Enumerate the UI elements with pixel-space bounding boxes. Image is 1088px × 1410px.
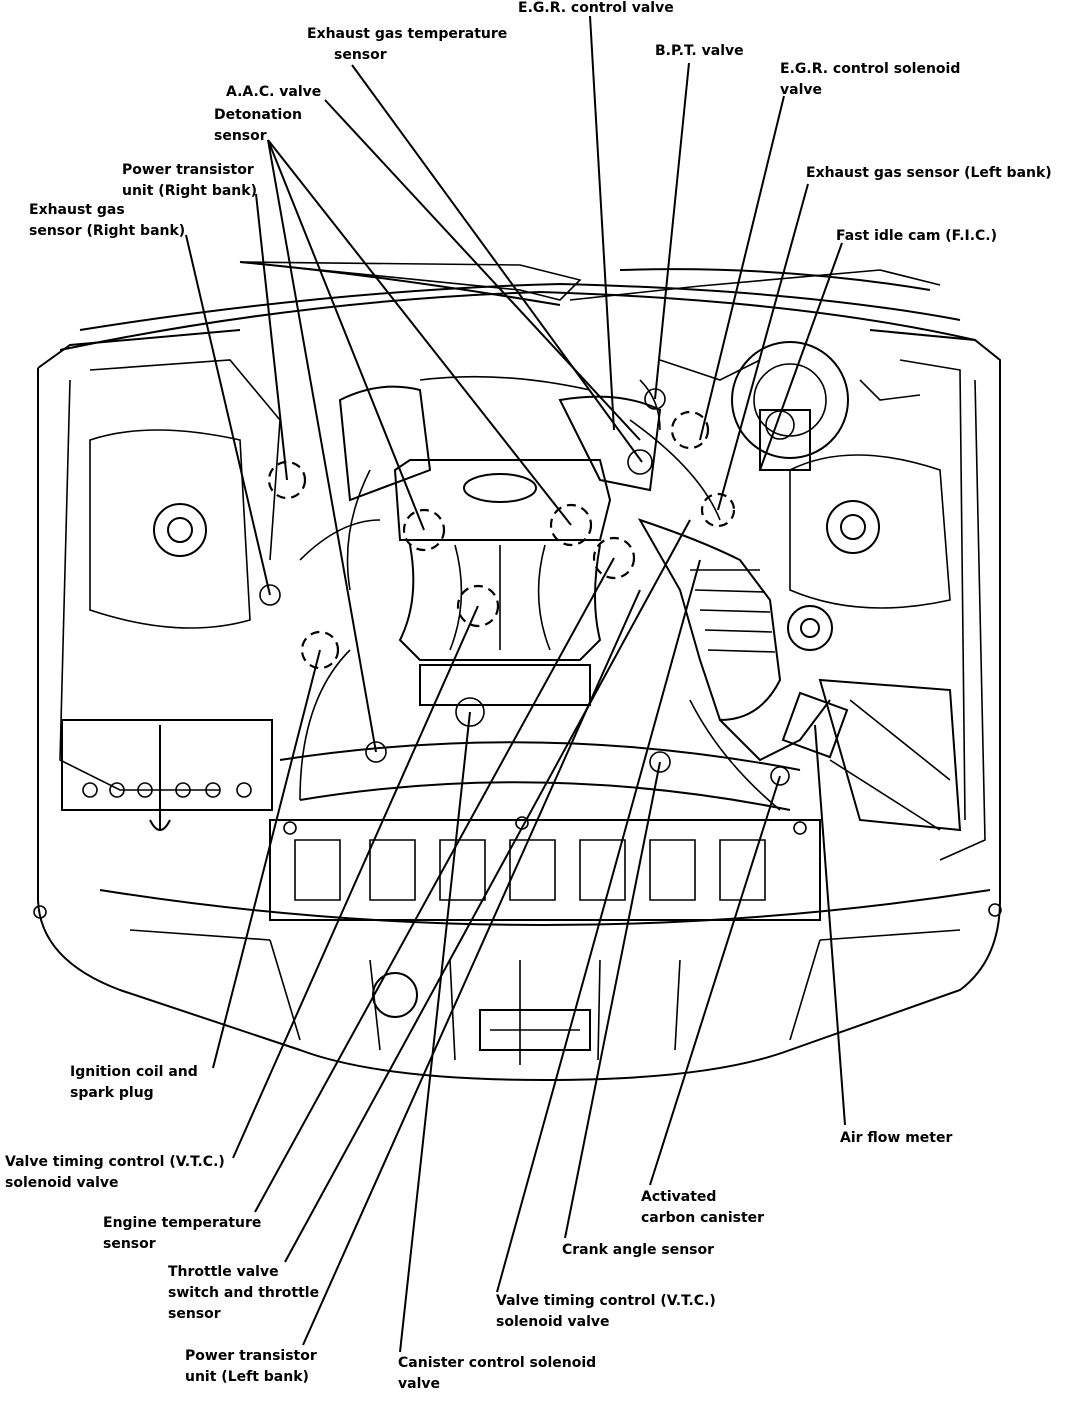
label-fast-idle-cam: Fast idle cam (F.I.C.): [836, 228, 997, 244]
label-crank-angle-sensor: Crank angle sensor: [562, 1242, 714, 1258]
label-vtc-solenoid-left: Valve timing control (V.T.C.) solenoid v…: [5, 1154, 230, 1191]
label-exhaust-gas-sensor-left: Exhaust gas sensor (Left bank): [806, 165, 1052, 181]
label-vtc-solenoid-bottom: Valve timing control (V.T.C.) solenoid v…: [496, 1293, 721, 1330]
leader-lines: [185, 15, 846, 1353]
label-bpt-valve: B.P.T. valve: [655, 43, 744, 59]
label-aac-valve: A.A.C. valve: [226, 84, 321, 100]
label-engine-temp-sensor: Engine temperature sensor: [103, 1215, 266, 1252]
label-detonation-sensor: Detonation sensor: [214, 107, 307, 144]
label-exhaust-gas-sensor-right: Exhaust gas sensor (Right bank): [29, 202, 185, 239]
label-ignition-coil: Ignition coil and spark plug: [70, 1064, 203, 1101]
label-egr-control-solenoid-valve: E.G.R. control solenoid valve: [780, 61, 965, 98]
label-power-transistor-left: Power transistor unit (Left bank): [185, 1348, 322, 1385]
label-air-flow-meter: Air flow meter: [840, 1130, 952, 1146]
label-canister-control-solenoid: Canister control solenoid valve: [398, 1355, 601, 1392]
label-egr-control-valve: E.G.R. control valve: [518, 0, 674, 16]
label-activated-carbon-canister: Activated carbon canister: [641, 1189, 764, 1226]
label-power-transistor-right: Power transistor unit (Right bank): [122, 162, 259, 199]
label-exhaust-gas-temp-sensor: Exhaust gas temperature sensor: [307, 26, 512, 63]
callout-labels: E.G.R. control valve Exhaust gas tempera…: [5, 0, 1052, 1392]
engine-bay-drawing: [33, 261, 1002, 1082]
label-throttle-valve-switch: Throttle valve switch and throttle senso…: [168, 1264, 324, 1322]
